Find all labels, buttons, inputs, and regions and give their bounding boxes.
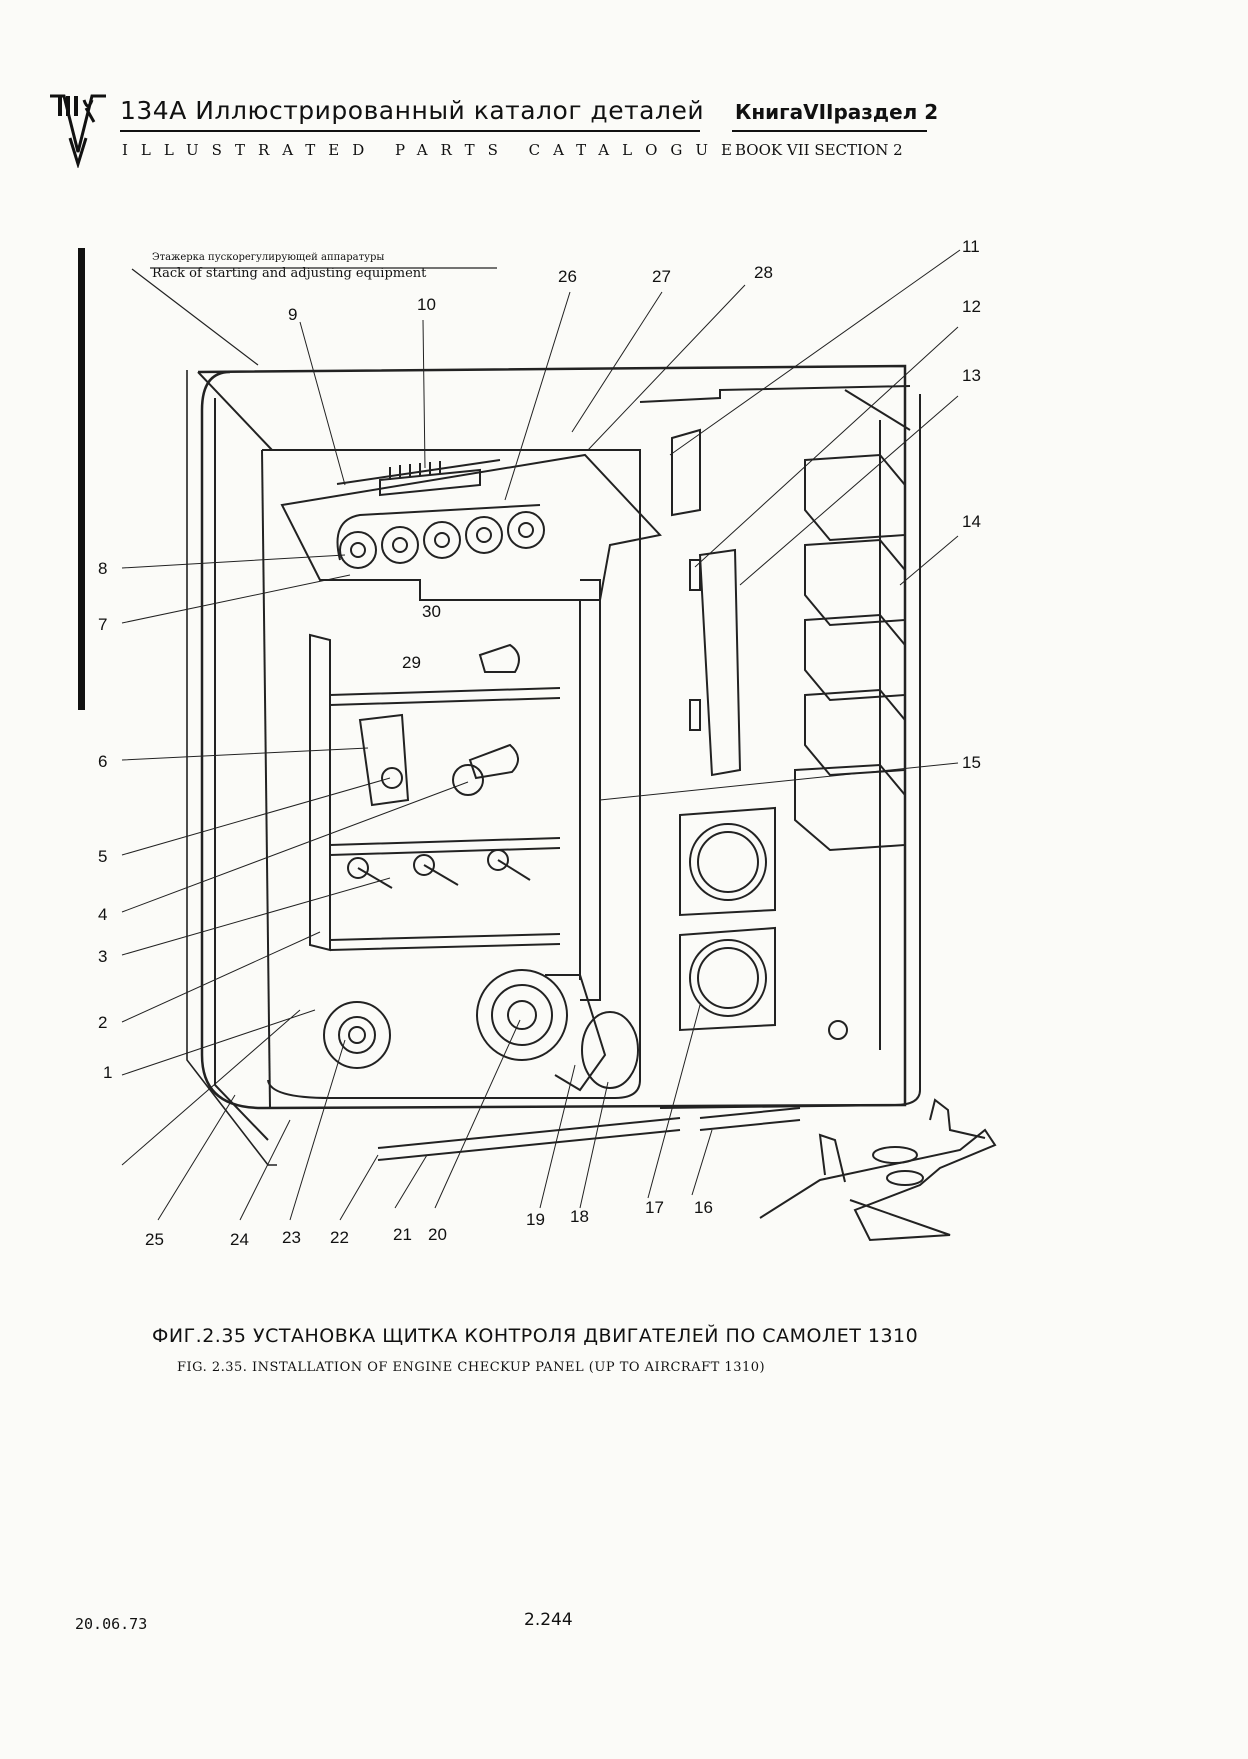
book-section-en: BOOK VII SECTION 2	[735, 141, 903, 159]
callout-12: 12	[962, 297, 981, 316]
header-rule-left	[120, 130, 700, 132]
callout-11: 11	[962, 237, 980, 256]
callout-13: 13	[962, 366, 981, 385]
callout-15: 15	[962, 753, 981, 772]
callout-29: 29	[402, 653, 421, 672]
callout-18: 18	[570, 1207, 589, 1226]
callout-21: 21	[393, 1225, 412, 1244]
callout-1: 1	[103, 1063, 112, 1082]
header-title-ru: 134A Иллюстрированный каталог деталей	[120, 96, 704, 125]
callout-9: 9	[288, 305, 297, 324]
callout-26: 26	[558, 267, 577, 286]
callout-16: 16	[694, 1198, 713, 1217]
callout-5: 5	[98, 847, 107, 866]
callout-8: 8	[98, 559, 107, 578]
callout-22: 22	[330, 1228, 349, 1247]
callout-2: 2	[98, 1013, 107, 1032]
catalog-title-en: ILLUSTRATED PARTS CATALOGUE	[122, 141, 745, 159]
catalog-title-ru: Иллюстрированный каталог деталей	[195, 96, 705, 125]
book-section-ru: КнигаVIIраздел 2	[735, 100, 939, 124]
callout-20: 20	[428, 1225, 447, 1244]
revision-bar	[78, 248, 85, 710]
aircraft-model: 134A	[120, 96, 187, 125]
callout-17: 17	[645, 1198, 664, 1217]
rack-label-ru: Этажерка пускорегулирующей аппаратуры	[152, 252, 385, 263]
rack-label-en: Rack of starting and adjusting equipment	[152, 266, 427, 281]
callout-7: 7	[98, 615, 107, 634]
figure-caption-ru: ФИГ.2.35 УСТАНОВКА ЩИТКА КОНТРОЛЯ ДВИГАТ…	[152, 1325, 919, 1347]
callout-27: 27	[652, 267, 671, 286]
callout-14: 14	[962, 512, 981, 531]
callout-6: 6	[98, 752, 107, 771]
callout-30: 30	[422, 602, 441, 621]
figure-caption-en: FIG. 2.35. INSTALLATION OF ENGINE CHECKU…	[177, 1360, 766, 1375]
callout-23: 23	[282, 1228, 301, 1247]
callout-25: 25	[145, 1230, 164, 1249]
callout-4: 4	[98, 905, 107, 924]
callout-3: 3	[98, 947, 107, 966]
issue-date: 20.06.73	[75, 1615, 148, 1633]
page-number: 2.244	[524, 1610, 573, 1630]
tupolev-logo-icon	[50, 94, 106, 168]
callout-28: 28	[754, 263, 773, 282]
callout-10: 10	[417, 295, 436, 314]
callout-19: 19	[526, 1210, 545, 1229]
callout-24: 24	[230, 1230, 249, 1249]
header-rule-right	[732, 130, 927, 132]
